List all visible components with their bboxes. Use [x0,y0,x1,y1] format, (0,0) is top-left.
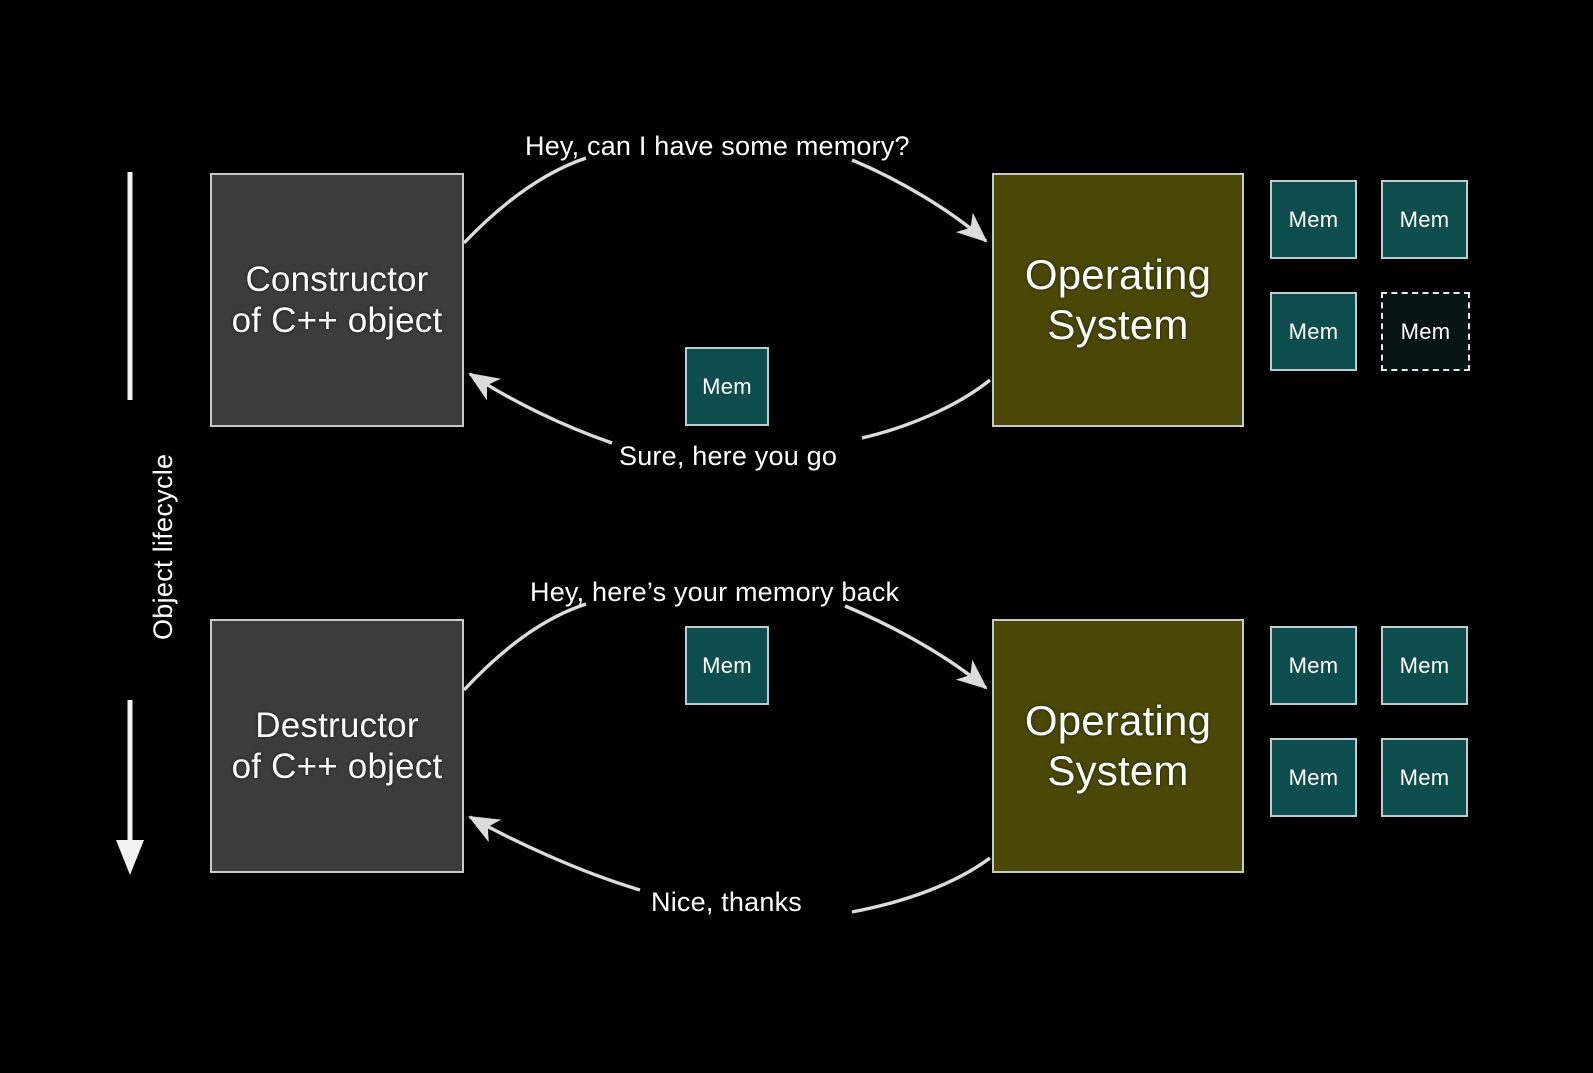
caption-response-destruction: Nice, thanks [651,887,802,917]
memory-pool-block-3[interactable]: Mem [1270,292,1357,371]
constructor-title-line2: of C++ object [231,301,443,340]
memory-block-label: Mem [1400,318,1451,344]
memory-pool-block-1[interactable]: Mem [1270,180,1357,259]
memory-block-label: Mem [1399,764,1450,790]
memory-pool-block-2[interactable]: Mem [1381,180,1468,259]
os-title-line2: System [1047,747,1189,794]
constructor-box[interactable]: Constructor of C++ object [210,173,464,427]
memory-block-label: Mem [1288,206,1339,232]
destructor-title-line1: Destructor [255,705,419,745]
os-title-line1: Operating [1024,251,1212,299]
memory-block-label: Mem [1399,206,1450,232]
memory-pool-block-5[interactable]: Mem [1270,626,1357,705]
memory-block-in-transit-destruction[interactable]: Mem [685,626,769,705]
memory-block-label: Mem [702,373,752,399]
memory-pool-block-8[interactable]: Mem [1381,738,1468,817]
caption-request-destruction: Hey, here’s your memory back [530,577,900,607]
constructor-title-line1: Constructor [245,259,429,299]
os-title-line2: System [1047,301,1189,348]
destructor-box[interactable]: Destructor of C++ object [210,619,464,873]
object-lifecycle-label: Object lifecycle [148,453,178,640]
memory-block-label: Mem [1288,764,1339,790]
memory-block-label: Mem [1399,652,1450,678]
memory-pool-block-4-free[interactable]: Mem [1381,292,1470,371]
operating-system-box-construction[interactable]: Operating System [992,173,1244,427]
memory-block-label: Mem [1288,318,1339,344]
caption-response-construction: Sure, here you go [619,441,838,471]
object-lifecycle-axis [116,172,144,875]
memory-block-label: Mem [1288,652,1339,678]
os-title-line1: Operating [1024,697,1212,745]
destructor-title-line2: of C++ object [231,747,443,786]
memory-pool-block-6[interactable]: Mem [1381,626,1468,705]
memory-pool-block-7[interactable]: Mem [1270,738,1357,817]
operating-system-box-destruction[interactable]: Operating System [992,619,1244,873]
caption-request-construction: Hey, can I have some memory? [525,131,910,161]
arc-request-construction [462,156,988,245]
memory-block-label: Mem [702,652,752,678]
memory-block-in-transit-construction[interactable]: Mem [685,347,769,426]
